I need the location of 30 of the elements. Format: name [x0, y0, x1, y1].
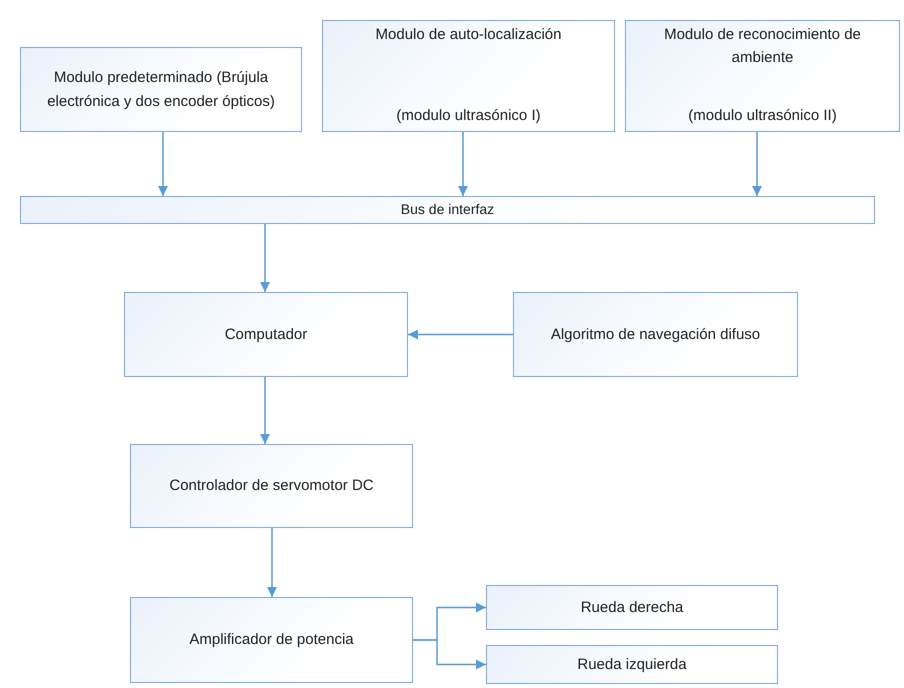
- node-label: (modulo ultrasónico II): [688, 106, 837, 126]
- arrow: [413, 639, 486, 670]
- node-label: Rueda derecha: [580, 598, 684, 618]
- node-label: Modulo predeterminado (Brújula electrónica y dos encoder ópticos): [46, 68, 276, 112]
- node-label: Algoritmo de navegación difuso: [550, 324, 760, 345]
- node-label: Controlador de servomotor DC: [169, 476, 374, 496]
- arrow: [260, 224, 270, 292]
- process-box: [124, 292, 408, 377]
- node-label: Modulo de reconocimiento de ambiente: [663, 25, 862, 68]
- process-box: [513, 292, 798, 377]
- arrow: [458, 132, 468, 196]
- process-box: [130, 597, 413, 683]
- node-label: Modulo de auto-localización: [376, 25, 562, 45]
- arrow: [260, 377, 270, 444]
- process-box: [486, 645, 778, 684]
- process-box: [625, 20, 900, 132]
- arrow: [752, 132, 762, 196]
- node-label: Computador: [224, 324, 308, 345]
- arrow: [158, 132, 168, 196]
- process-box: [130, 444, 413, 528]
- node-label: Rueda izquierda: [577, 654, 687, 675]
- process-box: [322, 20, 615, 132]
- arrow: [408, 330, 513, 340]
- node-label: Amplificador de potencia: [189, 630, 354, 650]
- process-box: [486, 585, 778, 630]
- arrow: [267, 528, 277, 597]
- process-box: [20, 47, 302, 132]
- bus-bar: [20, 196, 875, 224]
- node-label: Bus de interfaz: [400, 200, 494, 220]
- node-label: (modulo ultrasónico I): [396, 106, 541, 126]
